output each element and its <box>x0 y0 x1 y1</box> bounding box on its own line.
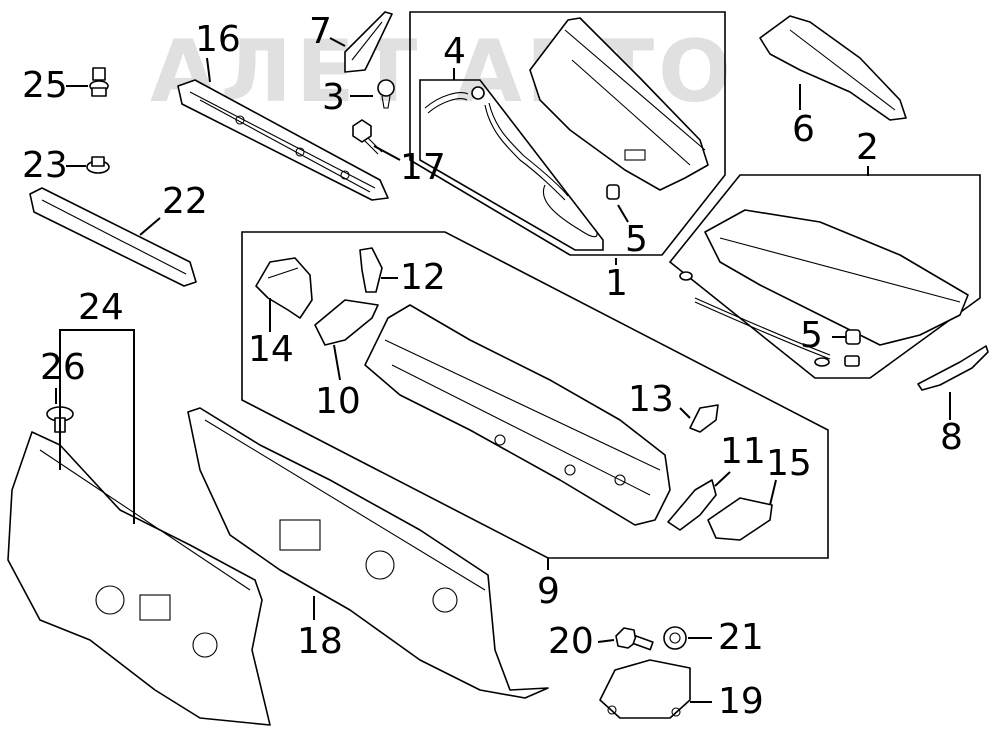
part-23-nut <box>86 156 110 174</box>
part-21-nut <box>663 626 687 650</box>
part-5-clip-a <box>606 184 620 200</box>
group-box-2 <box>668 174 981 379</box>
part-1-cowl <box>529 17 709 191</box>
part-25-nut <box>89 67 109 97</box>
callout-14: 14 <box>248 329 294 370</box>
part-16-rail <box>177 79 389 201</box>
part-15-bracket <box>707 497 773 541</box>
part-24-insulator <box>7 431 271 726</box>
callout-24: 24 <box>78 287 124 328</box>
callout-2: 2 <box>856 127 879 168</box>
group-box-4-inner <box>419 79 604 251</box>
callout-11: 11 <box>720 431 766 472</box>
callout-9: 9 <box>537 571 560 612</box>
part-18-panel <box>187 407 549 699</box>
callout-8: 8 <box>940 417 963 458</box>
group-box-9 <box>241 231 829 559</box>
part-4-hose <box>424 86 598 238</box>
part-19-bracket <box>599 659 691 719</box>
callout-25: 25 <box>22 65 68 106</box>
callout-20: 20 <box>548 621 594 662</box>
group-box-1 <box>409 11 726 256</box>
callout-7: 7 <box>309 11 332 52</box>
callout-5a: 5 <box>625 219 648 260</box>
callout-21: 21 <box>718 617 764 658</box>
part-7-bracket <box>344 11 393 73</box>
part-22-plate <box>29 187 197 287</box>
part-20-bolt <box>615 627 654 651</box>
part-5-clip-b <box>844 329 861 367</box>
callout-1: 1 <box>605 263 628 304</box>
part-11-bracket <box>667 479 717 531</box>
callout-16: 16 <box>195 19 241 60</box>
callout-23: 23 <box>22 145 68 186</box>
callout-22: 22 <box>162 181 208 222</box>
part-6-bracket <box>759 15 907 121</box>
callout-4: 4 <box>443 31 466 72</box>
callout-17: 17 <box>400 147 446 188</box>
part-13-bracket <box>689 404 719 433</box>
part-12-bracket <box>359 247 383 293</box>
callout-5b: 5 <box>800 315 823 356</box>
callout-15: 15 <box>766 443 812 484</box>
part-8-strip <box>917 345 989 391</box>
callout-26: 26 <box>40 347 86 388</box>
callout-6: 6 <box>792 109 815 150</box>
callout-13: 13 <box>628 379 674 420</box>
leader-lines <box>55 37 951 703</box>
part-2-cowl <box>679 209 969 367</box>
part-9-member <box>364 304 671 526</box>
part-10-bracket <box>314 299 379 346</box>
callout-3: 3 <box>322 77 345 118</box>
part-3-clip <box>377 79 395 109</box>
callout-18: 18 <box>297 621 343 662</box>
callout-19: 19 <box>718 681 764 722</box>
callout-10: 10 <box>315 381 361 422</box>
callout-12: 12 <box>400 257 446 298</box>
part-14-bracket <box>255 257 313 319</box>
